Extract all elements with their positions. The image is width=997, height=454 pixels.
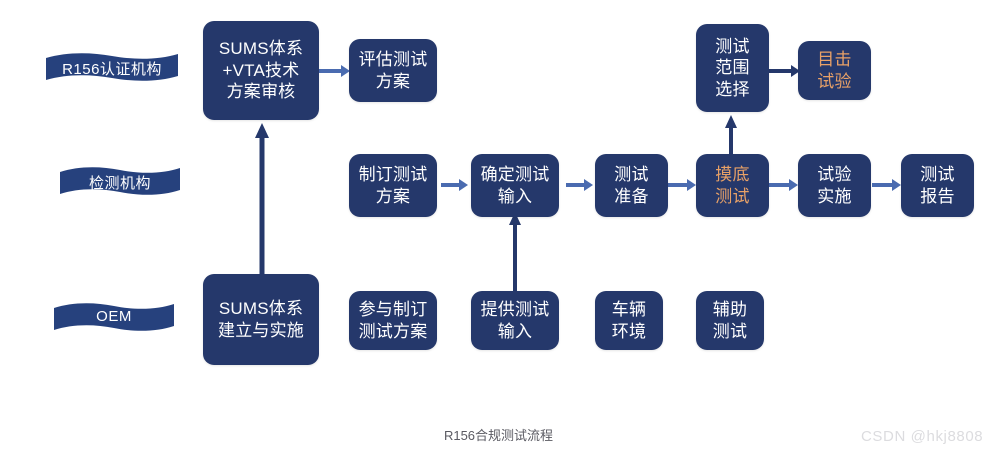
arrow-preparation-to-baseline: [667, 177, 697, 193]
node-confirm-test-input[interactable]: 确定测试 输入: [471, 154, 559, 217]
arrow-execution-to-report: [872, 177, 902, 193]
node-draft-test-plan[interactable]: 制订测试 方案: [349, 154, 437, 217]
node-evaluate-test-plan-label: 评估测试 方案: [358, 50, 428, 91]
node-vehicle-environment-label: 车辆 环境: [611, 300, 647, 341]
node-vehicle-environment[interactable]: 车辆 环境: [595, 291, 663, 350]
node-auxiliary-test[interactable]: 辅助 测试: [696, 291, 764, 350]
node-evaluate-test-plan[interactable]: 评估测试 方案: [349, 39, 437, 102]
node-test-scope-selection[interactable]: 测试 范围 选择: [696, 24, 769, 112]
arrow-provide-input-to-confirm: [505, 209, 525, 291]
arrow-baseline-to-execution: [769, 177, 799, 193]
node-provide-test-input-label: 提供测试 输入: [480, 300, 550, 341]
node-confirm-test-input-label: 确定测试 输入: [480, 165, 550, 206]
lane-banner-certification: R156认证机构: [44, 50, 180, 86]
node-witness-test-label: 目击 试验: [817, 50, 852, 91]
node-test-preparation[interactable]: 测试 准备: [595, 154, 668, 217]
arrow-scope-to-witness: [769, 63, 801, 79]
node-provide-test-input[interactable]: 提供测试 输入: [471, 291, 559, 350]
node-baseline-test-label: 摸底 测试: [715, 165, 750, 206]
arrow-confirm-to-preparation: [566, 177, 594, 193]
node-draft-test-plan-label: 制订测试 方案: [358, 165, 428, 206]
node-witness-test[interactable]: 目击 试验: [798, 41, 871, 100]
arrow-review-to-evaluate: [319, 63, 351, 79]
node-sums-vta-review[interactable]: SUMS体系 +VTA技术 方案审核: [203, 21, 319, 120]
node-baseline-test[interactable]: 摸底 测试: [696, 154, 769, 217]
node-test-execution-label: 试验 实施: [817, 165, 852, 206]
watermark: CSDN @hkj8808: [861, 428, 984, 445]
node-test-execution[interactable]: 试验 实施: [798, 154, 871, 217]
node-sums-establish-label: SUMS体系 建立与实施: [218, 299, 304, 340]
node-test-report-label: 测试 报告: [920, 165, 955, 206]
lane-banner-oem: OEM: [52, 300, 176, 336]
node-test-preparation-label: 测试 准备: [614, 165, 649, 206]
lane-banner-testing-agency: 检测机构: [58, 164, 182, 200]
node-participate-draft-label: 参与制订 测试方案: [358, 300, 428, 341]
node-sums-establish[interactable]: SUMS体系 建立与实施: [203, 274, 319, 365]
node-participate-draft[interactable]: 参与制订 测试方案: [349, 291, 437, 350]
arrow-draft-to-confirm: [441, 177, 469, 193]
node-sums-vta-review-label: SUMS体系 +VTA技术 方案审核: [218, 39, 304, 102]
node-test-report[interactable]: 测试 报告: [901, 154, 974, 217]
node-test-scope-selection-label: 测试 范围 选择: [715, 36, 750, 99]
node-auxiliary-test-label: 辅助 测试: [712, 300, 748, 341]
arrow-sums-establish-to-review: [252, 120, 272, 280]
figure-caption: R156合规测试流程: [443, 428, 554, 443]
